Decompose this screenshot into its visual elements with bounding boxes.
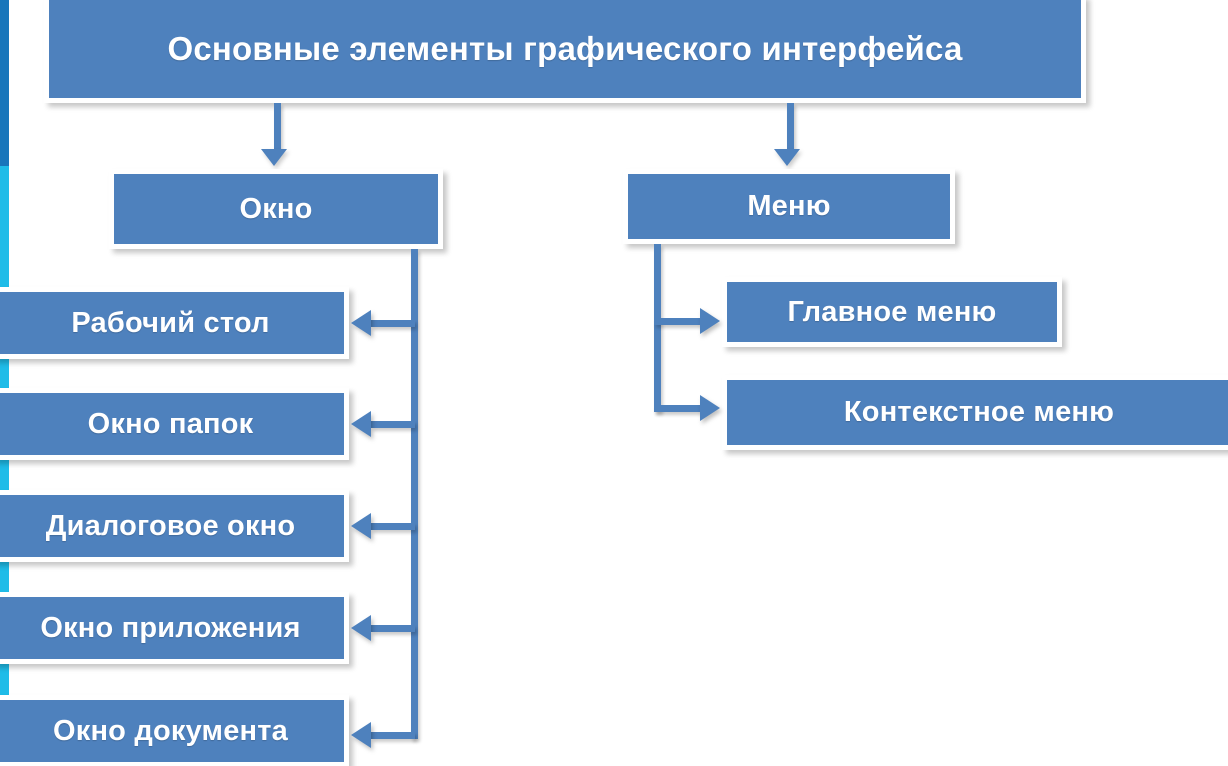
arrowhead-root-to-menyu [774,149,800,166]
arrowhead-to-kontekstnoe-menyu [700,395,720,421]
connector-spine-to-okno-papok [371,421,415,428]
leaf-node-glavnoe-menyu[interactable]: Главное меню [722,277,1062,347]
arrowhead-to-rabochiy-stol [351,310,371,336]
connector-okno-spine [411,249,418,739]
connector-spine-to-rabochiy-stol [371,320,415,327]
arrowhead-to-dialogovoe-okno [351,513,371,539]
arrowhead-to-okno-papok [351,411,371,437]
leaf-node-dialogovoe-okno[interactable]: Диалоговое окно [0,490,349,562]
connector-spine-to-glavnoe-menyu [654,318,702,325]
leaf-node-kontekstnoe-menyu[interactable]: Контекстное меню [722,375,1228,450]
arrowhead-root-to-okno [261,149,287,166]
branch-node-okno[interactable]: Окно [109,169,443,249]
root-node-title[interactable]: Основные элементы графического интерфейс… [44,0,1086,103]
connector-root-to-okno [274,103,281,151]
left-accent-strip-bottom [0,166,9,766]
arrowhead-to-okno-prilozheniya [351,615,371,641]
connector-spine-to-dialogovoe-okno [371,523,415,530]
connector-spine-to-okno-dokumenta [371,732,415,739]
arrowhead-to-okno-dokumenta [351,722,371,748]
connector-root-to-menyu [787,103,794,151]
leaf-node-rabochiy-stol[interactable]: Рабочий стол [0,287,349,359]
arrowhead-to-glavnoe-menyu [700,308,720,334]
connector-spine-to-okno-prilozheniya [371,625,415,632]
leaf-node-okno-prilozheniya[interactable]: Окно приложения [0,592,349,664]
branch-node-menyu[interactable]: Меню [623,169,955,244]
connector-menyu-spine [654,244,661,412]
left-accent-strip-top [0,0,9,166]
leaf-node-okno-papok[interactable]: Окно папок [0,388,349,460]
connector-spine-to-kontekstnoe-menyu [654,405,702,412]
leaf-node-okno-dokumenta[interactable]: Окно документа [0,695,349,766]
